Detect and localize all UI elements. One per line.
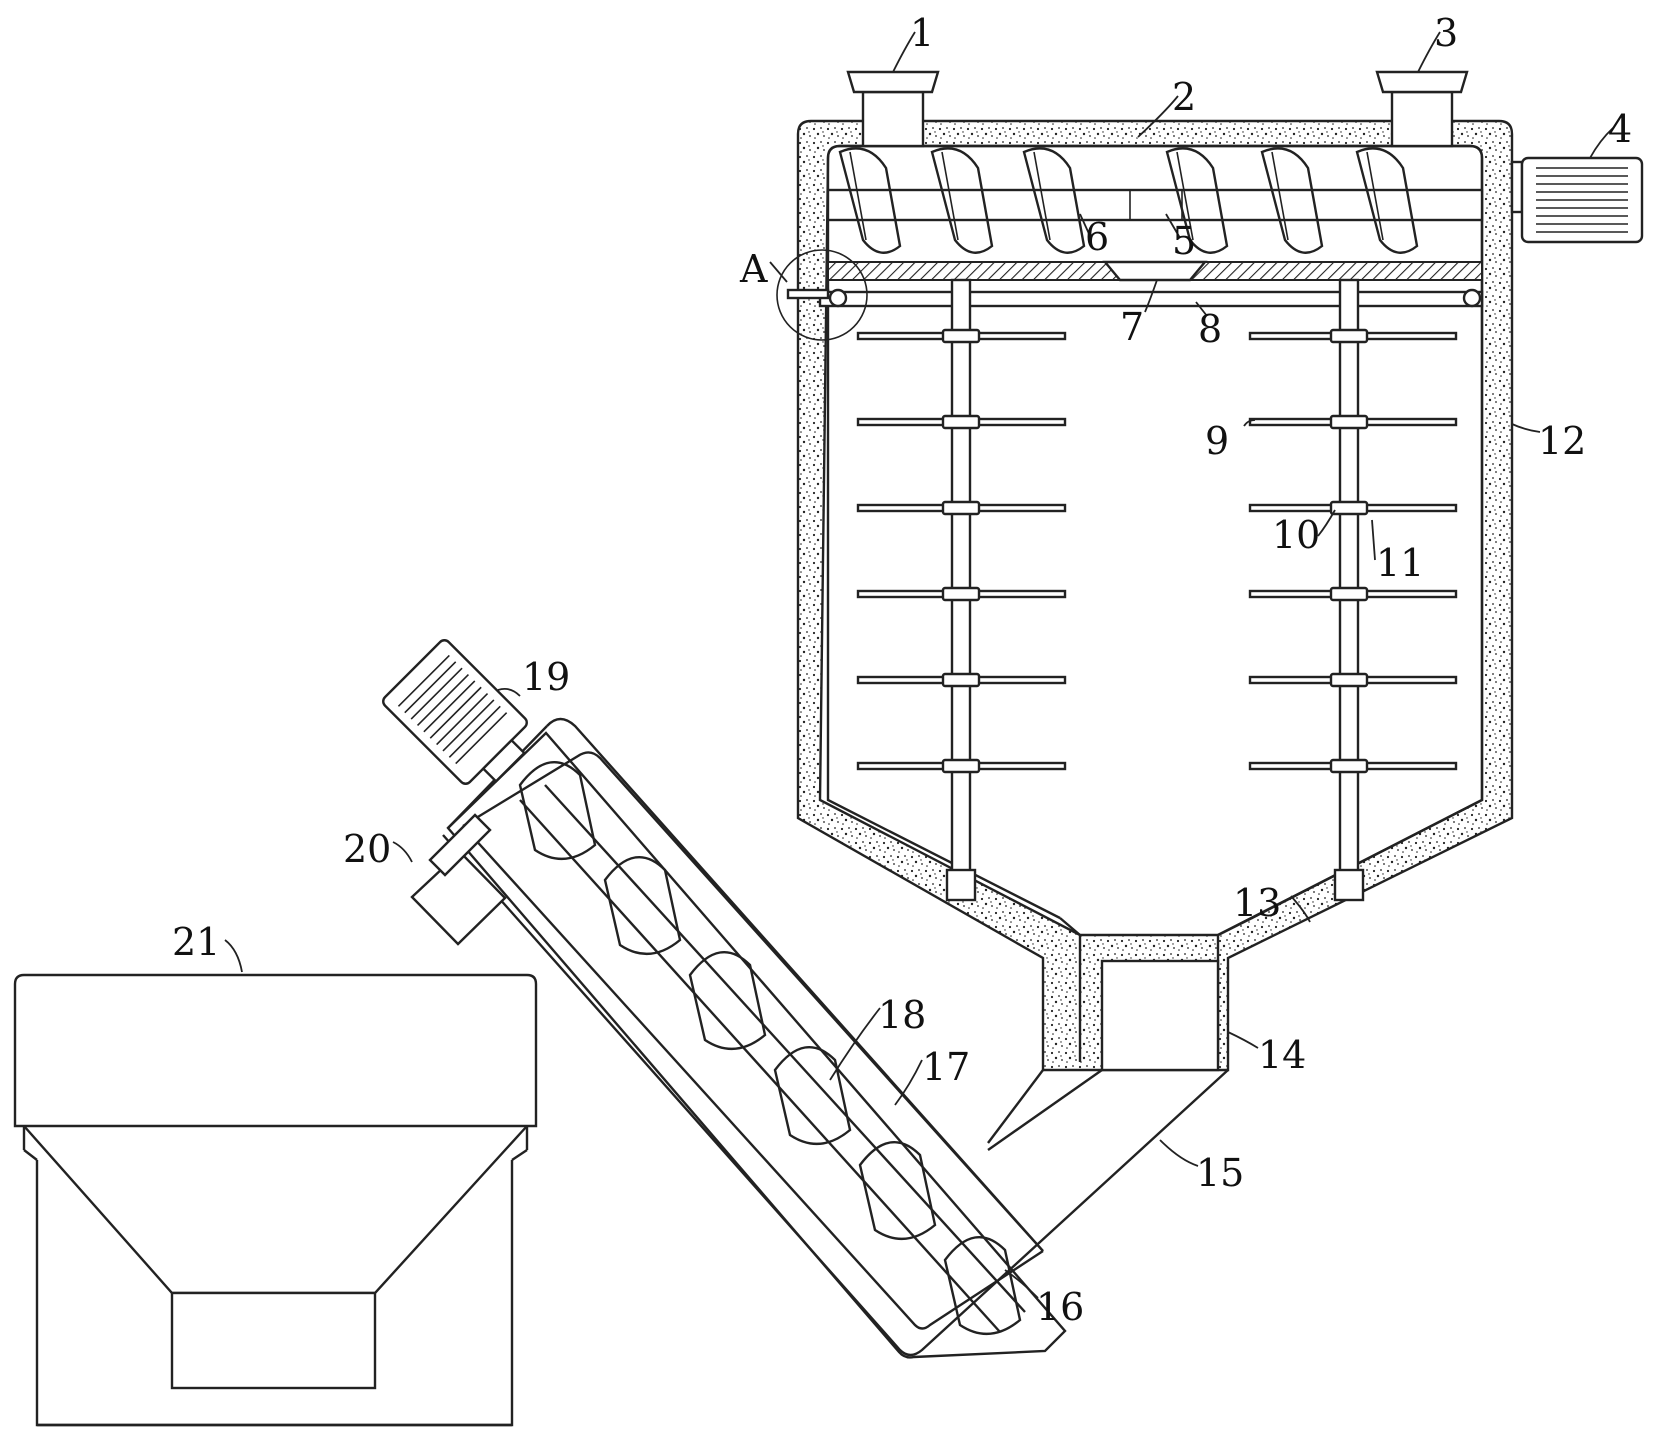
label-15: 15 <box>1196 1151 1244 1195</box>
label-7: 7 <box>1120 305 1144 349</box>
stirring-blade <box>856 500 1067 516</box>
stirring-blade <box>1248 586 1458 602</box>
outlet-pipe-20 <box>410 813 507 946</box>
detail-circle-a <box>776 249 868 341</box>
stirring-blade <box>1248 328 1458 344</box>
leader-lines <box>224 31 1614 1299</box>
top-screw-conveyor <box>826 147 1484 254</box>
label-12: 12 <box>1538 419 1586 463</box>
label-1: 1 <box>910 11 934 55</box>
stirring-shaft <box>1333 278 1365 902</box>
stirring-blade <box>856 328 1067 344</box>
inlet-pipe-3 <box>1375 70 1469 148</box>
mixing-tank <box>796 119 1514 1072</box>
receiving-hopper <box>13 973 538 1427</box>
stirring-shaft <box>945 278 977 902</box>
stirring-blade <box>856 414 1067 430</box>
label-14: 14 <box>1258 1033 1306 1077</box>
label-19: 19 <box>522 655 570 699</box>
hopper-lid <box>13 973 538 1128</box>
label-11: 11 <box>1376 541 1424 585</box>
conveyor-outer-casing <box>446 731 1067 1359</box>
label-9: 9 <box>1205 419 1229 463</box>
part-labels: 1 2 3 4 5 6 A 7 8 9 12 10 11 13 14 15 16… <box>172 11 1632 1329</box>
stirring-blade <box>1248 500 1458 516</box>
stirring-blade <box>856 586 1067 602</box>
inclined-conveyor <box>442 717 1229 1359</box>
label-2: 2 <box>1172 75 1196 119</box>
stirring-assembly <box>856 278 1458 902</box>
stirring-blade <box>1248 758 1458 774</box>
label-20: 20 <box>343 827 391 871</box>
stirring-blade <box>1248 414 1458 430</box>
motor-19 <box>382 639 528 785</box>
stirring-blade <box>856 758 1067 774</box>
label-4: 4 <box>1608 107 1632 151</box>
label-a: A <box>739 247 768 291</box>
hopper-outlet <box>170 1291 377 1390</box>
stirring-blade <box>856 672 1067 688</box>
label-21: 21 <box>172 920 220 964</box>
motor-4 <box>1510 156 1644 244</box>
label-10: 10 <box>1272 513 1320 557</box>
stirring-blade <box>1248 672 1458 688</box>
label-8: 8 <box>1198 307 1222 351</box>
label-5: 5 <box>1172 219 1196 263</box>
inlet-pipe-1 <box>846 70 940 148</box>
label-13: 13 <box>1233 881 1281 925</box>
label-6: 6 <box>1085 215 1109 259</box>
label-3: 3 <box>1434 11 1458 55</box>
label-18: 18 <box>878 993 926 1037</box>
label-17: 17 <box>922 1045 970 1089</box>
discharge-neck <box>1100 959 1220 1072</box>
label-16: 16 <box>1036 1285 1084 1329</box>
